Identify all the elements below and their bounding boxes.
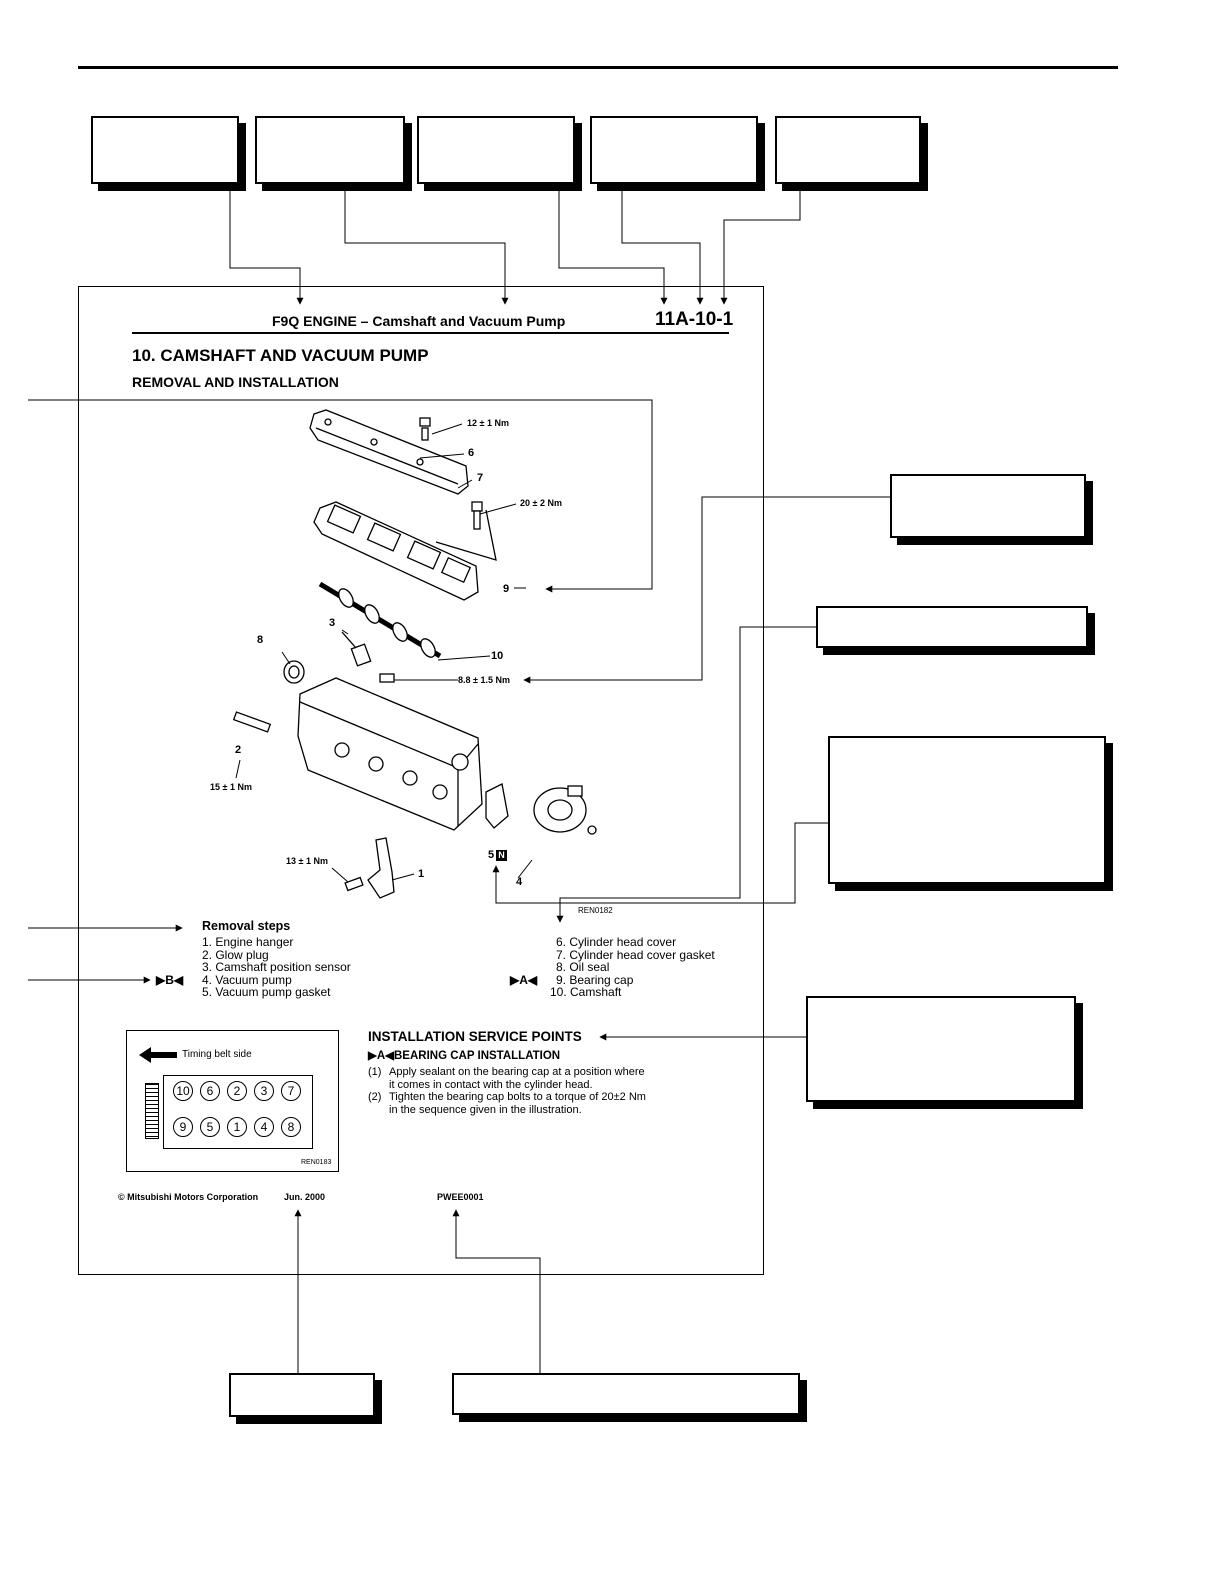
vacuum-pump-gasket (485, 783, 509, 829)
sequence-bottom-row: 9 5 1 4 8 (173, 1117, 301, 1137)
list-item: 2. Glow plug (202, 947, 269, 962)
torque-label-sensor: 8.8 ± 1.5 Nm (458, 675, 510, 685)
engine-hanger (367, 837, 395, 899)
part-number-1: 1 (418, 868, 425, 880)
part-number-2: 2 (235, 744, 242, 756)
sensor-bolt (379, 673, 395, 683)
timing-belt-side-label: Timing belt side (182, 1049, 252, 1060)
install-points: (1)Apply sealant on the bearing cap at a… (368, 1066, 646, 1116)
bolt-order-number: 9 (173, 1117, 193, 1137)
bearing-cap-bolt (471, 501, 483, 530)
install-sub-mark: ▶A◀ (368, 1050, 394, 1062)
torque-label-cover: 12 ± 1 Nm (467, 418, 509, 428)
cylinder-head (297, 677, 483, 831)
bolt-order-number: 1 (227, 1117, 247, 1137)
list-item: 7. Cylinder head cover gasket (556, 947, 715, 962)
removal-steps-heading: Removal steps (202, 919, 291, 933)
bolt-layout-outline (163, 1075, 313, 1149)
part-number-5: 5 (488, 849, 495, 861)
part-number-8: 8 (257, 634, 264, 646)
callout-box-bottom-2 (452, 1373, 800, 1415)
bolt-order-number: 10 (173, 1081, 193, 1101)
part-number-10: 10 (491, 650, 504, 662)
oil-seal (283, 660, 305, 684)
section-title: 10. CAMSHAFT AND VACUUM PUMP (132, 346, 429, 365)
torque-label-glow: 15 ± 1 Nm (210, 782, 252, 792)
part-number-7: 7 (477, 472, 484, 484)
sequence-top-row: 10 6 2 3 7 (173, 1081, 301, 1101)
callout-box-right-2 (816, 606, 1088, 648)
torque-label-hanger: 13 ± 1 Nm (286, 856, 328, 866)
install-subheading: ▶A◀BEARING CAP INSTALLATION (368, 1048, 560, 1062)
cylinder-head-cover (309, 409, 469, 495)
top-rule (78, 66, 1118, 69)
cover-bolt (419, 417, 431, 441)
hanger-bolt (344, 876, 364, 892)
sprocket-teeth (145, 1083, 159, 1139)
part-number-4: 4 (516, 876, 523, 888)
callout-box-top-2 (255, 116, 405, 184)
list-item: 8. Oil seal (556, 960, 610, 974)
list-item: 10. Camshaft (550, 985, 622, 999)
bolt-order-number: 6 (200, 1081, 220, 1101)
install-sub-title: BEARING CAP INSTALLATION (394, 1050, 561, 1062)
page-header-title: F9Q ENGINE – Camshaft and Vacuum Pump (272, 313, 566, 329)
callout-box-bottom-1 (229, 1373, 375, 1417)
list-item: ▶B◀4. Vacuum pump (156, 972, 292, 987)
callout-box-top-5 (775, 116, 921, 184)
list-item: in the sequence given in the illustratio… (389, 1103, 582, 1116)
part-number-6: 6 (468, 447, 475, 459)
footer-copyright: © Mitsubishi Motors Corporation (118, 1192, 259, 1202)
new-part-mark-icon: N (496, 850, 507, 861)
callout-box-top-3 (417, 116, 575, 184)
exploded-parts-diagram (232, 409, 597, 899)
callout-box-right-4 (806, 996, 1076, 1102)
arrow-left-icon (139, 1047, 177, 1063)
figure-code-ren0183: REN0183 (301, 1159, 332, 1166)
callout-box-top-4 (590, 116, 758, 184)
list-item: (1)Apply sealant on the bearing cap at a… (368, 1066, 645, 1078)
part-number-3: 3 (329, 617, 336, 629)
bolt-order-number: 3 (254, 1081, 274, 1101)
part-number-9: 9 (503, 583, 510, 595)
list-item: it comes in contact with the cylinder he… (389, 1078, 593, 1091)
list-item: (2)Tighten the bearing cap bolts to a to… (368, 1091, 646, 1103)
footer-date: Jun. 2000 (284, 1192, 326, 1202)
removal-steps-left: 1. Engine hanger 2. Glow plug 3. Camshaf… (156, 936, 351, 999)
list-item: 1. Engine hanger (202, 935, 294, 949)
figure-code-ren0182: REN0182 (578, 906, 613, 915)
tightening-sequence-figure: Timing belt side 10 6 2 3 7 9 5 1 4 8 RE… (126, 1030, 339, 1172)
list-item: 5. Vacuum pump gasket (202, 985, 331, 999)
list-item: ▶A◀9. Bearing cap (510, 972, 634, 987)
list-item: 3. Camshaft position sensor (202, 960, 351, 974)
install-heading: INSTALLATION SERVICE POINTS (368, 1029, 582, 1044)
camshaft (318, 581, 442, 659)
bolt-order-number: 4 (254, 1117, 274, 1137)
list-item: 6. Cylinder head cover (556, 935, 677, 949)
callout-box-right-1 (890, 474, 1086, 538)
bolt-order-number: 5 (200, 1117, 220, 1137)
vacuum-pump (533, 785, 597, 835)
section-subtitle: REMOVAL AND INSTALLATION (132, 374, 339, 390)
glow-plug (232, 711, 272, 733)
bearing-cap-carrier (313, 501, 479, 601)
page-number: 11A-10-1 (655, 309, 734, 330)
callout-box-right-3 (828, 736, 1106, 884)
footer-code: PWEE0001 (437, 1192, 484, 1202)
bolt-order-number: 8 (281, 1117, 301, 1137)
camshaft-position-sensor (341, 631, 372, 667)
bolt-order-number: 7 (281, 1081, 301, 1101)
torque-label-bearing-cap: 20 ± 2 Nm (520, 498, 562, 508)
removal-steps-right: 6. Cylinder head cover 7. Cylinder head … (510, 936, 715, 999)
callout-box-top-1 (91, 116, 239, 184)
bolt-order-number: 2 (227, 1081, 247, 1101)
